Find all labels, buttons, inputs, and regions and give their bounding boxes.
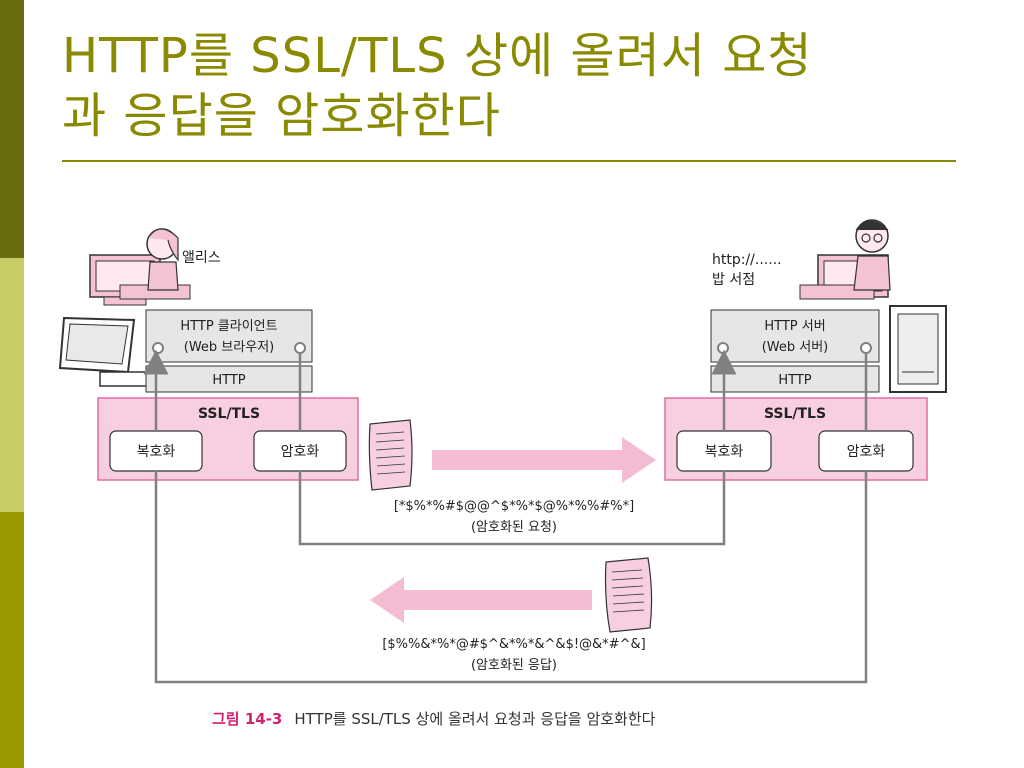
title-line-2: 과 응답을 암호화한다: [62, 88, 501, 144]
client-app-line1: HTTP 클라이언트: [180, 319, 277, 334]
client-http-label: HTTP: [212, 373, 245, 388]
request-document-icon: [368, 419, 413, 491]
request-label: (암호화된 요청): [471, 520, 557, 535]
server-ssl-label: SSL/TLS: [764, 406, 826, 422]
figure-number: 그림 14-3: [212, 710, 283, 728]
response-path-line: [154, 471, 868, 684]
response-document-icon: [604, 557, 653, 633]
slide-title: HTTP를 SSL/TLS 상에 올려서 요청 과 응답을 암호화한다: [62, 26, 962, 146]
side-bar-bottom: [0, 512, 24, 768]
server-port-left: [717, 342, 729, 354]
client-encrypt-label: 암호화: [281, 444, 320, 460]
client-app-line2: (Web 브라우저): [184, 340, 274, 355]
client-http-layer: [145, 365, 313, 393]
client-person-icon: [89, 228, 191, 306]
server-person-icon: [799, 219, 891, 300]
title-line-1: HTTP를 SSL/TLS 상에 올려서 요청: [62, 28, 813, 84]
server-encrypt-label: 암호화: [847, 444, 886, 460]
client-port-left: [152, 342, 164, 354]
server-shop-label: 밥 서점: [712, 272, 755, 288]
client-port-right: [294, 342, 306, 354]
server-app-line1: HTTP 서버: [764, 319, 825, 334]
response-direction-arrow: [370, 577, 592, 623]
server-http-label: HTTP: [778, 373, 811, 388]
server-url-label: http://......: [712, 252, 782, 268]
side-bar-top: [0, 0, 24, 258]
request-cipher-text: [*$%*%#$@@^$*%*$@%*%%#%*]: [394, 499, 634, 514]
request-path-line: [298, 471, 726, 546]
response-label: (암호화된 응답): [471, 658, 557, 673]
side-bar-middle: [0, 258, 24, 512]
client-app-box: [145, 309, 313, 363]
title-rule: [62, 160, 956, 162]
client-decrypt-label: 복호화: [137, 444, 176, 460]
client-person-label: 앨리스: [182, 250, 221, 266]
server-decrypt-label: 복호화: [705, 444, 744, 460]
response-cipher-text: [$%%&*%*@#$^&*%*&^&$!@&*#^&]: [382, 637, 645, 652]
figure-caption: 그림 14-3 HTTP를 SSL/TLS 상에 올려서 요청과 응답을 암호화한…: [212, 708, 655, 729]
client-ssl-label: SSL/TLS: [198, 406, 260, 422]
server-app-line2: (Web 서버): [762, 340, 829, 355]
server-port-right: [860, 342, 872, 354]
server-app-box: [710, 309, 880, 363]
server-tower-icon: [889, 305, 947, 393]
client-computer-icon: [58, 316, 149, 387]
server-http-layer: [710, 365, 880, 393]
request-direction-arrow: [432, 437, 656, 483]
figure-caption-text: HTTP를 SSL/TLS 상에 올려서 요청과 응답을 암호화한다: [294, 710, 656, 728]
